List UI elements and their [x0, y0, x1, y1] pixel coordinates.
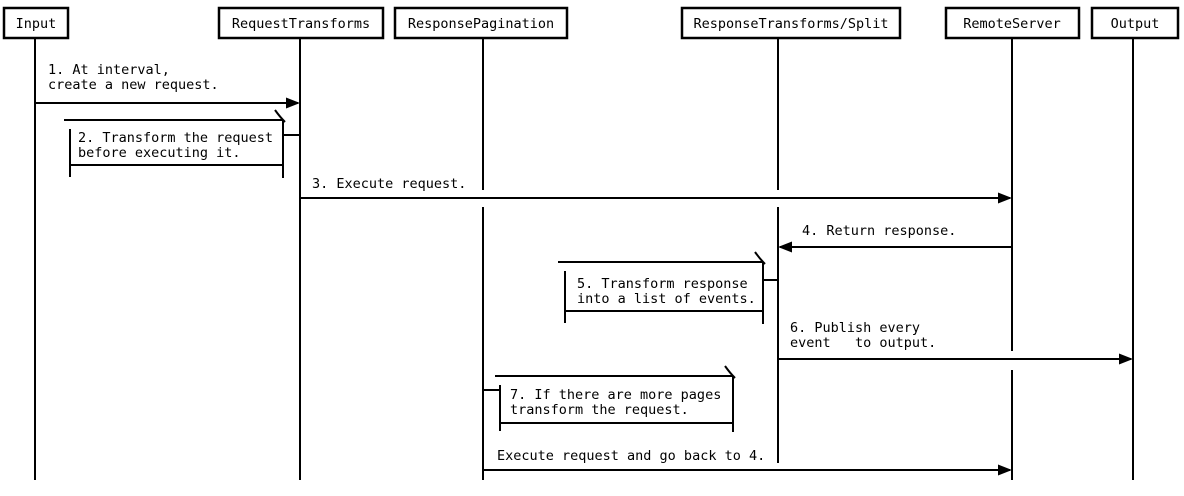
message-4-arrowhead	[778, 241, 792, 253]
message-8-label: Execute request and go back to 4.	[497, 448, 765, 464]
actor-label-input: Input	[16, 16, 57, 32]
message-8-arrowhead	[998, 464, 1012, 476]
message-3-arrowhead	[998, 192, 1012, 204]
actor-box-remote-server	[944, 6, 1081, 40]
message-2-label-line-1: 2. Transform the request	[78, 130, 273, 146]
actor-label-remote-server: RemoteServer	[963, 16, 1061, 32]
message-5-label-line-1: 5. Transform response	[577, 276, 748, 292]
actor-box-output	[1090, 6, 1180, 40]
message-6-arrowhead	[1119, 353, 1133, 365]
message-4-label: 4. Return response.	[802, 223, 956, 239]
actor-box-request-transforms	[217, 6, 385, 40]
message-6-label-line-1: 6. Publish every	[790, 320, 920, 336]
self-message-5-notch	[754, 251, 766, 265]
message-2-label-line-2: before executing it.	[78, 145, 241, 161]
message-6-label-line-2: event to output.	[790, 335, 936, 351]
message-1-label-line-1: 1. At interval,	[48, 62, 170, 78]
actor-label-response-pagination: ResponsePagination	[408, 16, 554, 32]
message-7-label-line-1: 7. If there are more pages	[510, 387, 721, 403]
actor-box-response-transforms-split	[680, 6, 902, 40]
actor-box-input	[2, 6, 70, 40]
message-5-label-line-2: into a list of events.	[577, 291, 756, 307]
message-1-label-line-2: create a new request.	[48, 77, 219, 93]
actor-label-request-transforms: RequestTransforms	[232, 16, 370, 32]
actor-label-output: Output	[1111, 16, 1160, 32]
message-3-label: 3. Execute request.	[312, 176, 466, 192]
message-1-arrowhead	[286, 97, 300, 109]
actor-label-response-transforms-split: ResponseTransforms/Split	[693, 16, 888, 32]
self-message-7-notch	[724, 365, 736, 379]
actor-box-response-pagination	[393, 6, 569, 40]
message-7-label-line-2: transform the request.	[510, 402, 689, 418]
self-message-2-notch	[274, 109, 286, 123]
